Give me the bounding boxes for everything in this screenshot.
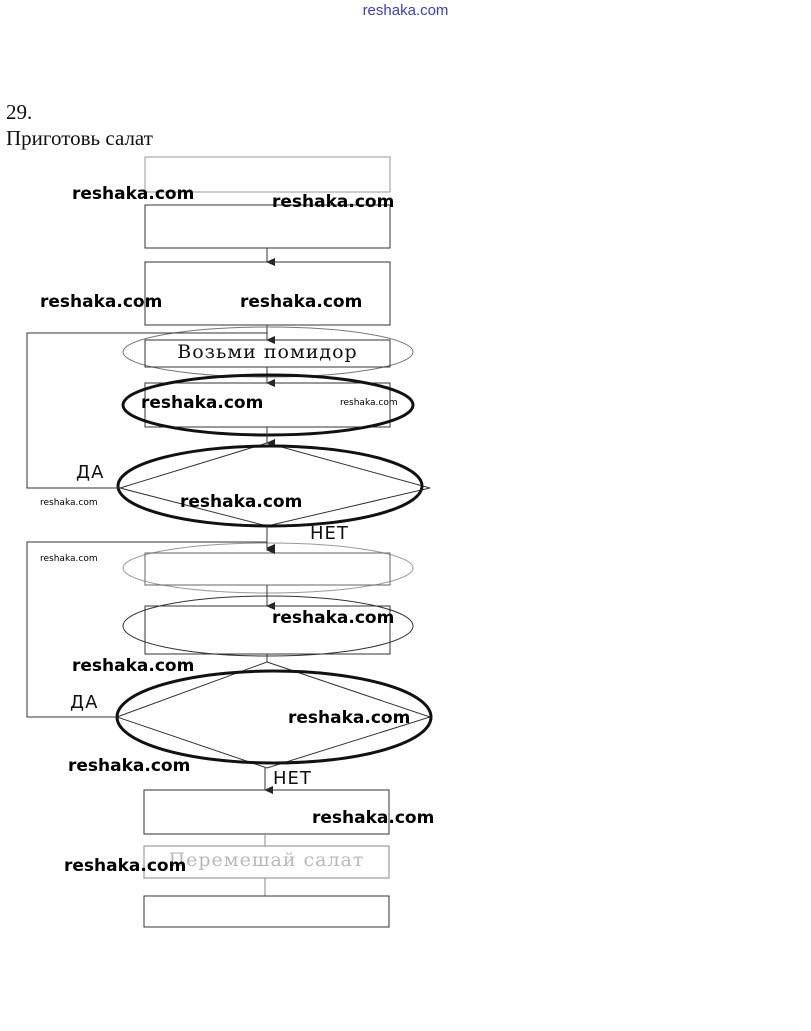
watermark: reshaka.com — [72, 656, 195, 676]
task-title: Приготовь салат — [6, 126, 153, 150]
watermark: reshaka.com — [40, 292, 163, 312]
step-take-tomato: Возьми помидор — [177, 341, 358, 363]
watermark: reshaka.com — [272, 192, 395, 212]
branch-no-label: НЕТ — [273, 768, 312, 789]
branch-no-label: НЕТ — [310, 523, 349, 544]
loop-ellipse-bold — [121, 373, 415, 437]
watermark: reshaka.com — [180, 492, 303, 512]
watermark: reshaka.com — [72, 184, 195, 204]
process-box-10 — [143, 789, 390, 835]
watermark: reshaka.com — [40, 554, 98, 564]
watermark: reshaka.com — [141, 393, 264, 413]
loop-ellipse — [122, 326, 414, 378]
process-box-12 — [143, 895, 390, 928]
watermark: reshaka.com — [40, 498, 98, 508]
site-link[interactable]: reshaka.com — [362, 2, 449, 19]
watermark: reshaka.com — [240, 292, 363, 312]
decision-diamond-2 — [115, 661, 432, 769]
decision-ellipse-1 — [116, 444, 424, 528]
loop-ellipse — [122, 542, 414, 594]
branch-yes-label: ДА — [76, 462, 105, 483]
loop-back-line-1 — [26, 332, 267, 489]
watermark: reshaka.com — [64, 856, 187, 876]
process-box-mix-salad — [143, 845, 390, 879]
process-box-1 — [144, 156, 391, 193]
watermark: reshaka.com — [68, 756, 191, 776]
loop-back-line-2 — [26, 541, 267, 718]
watermark: reshaka.com — [272, 608, 395, 628]
loop-ellipse — [122, 595, 414, 657]
process-box-7 — [144, 552, 391, 586]
watermark: reshaka.com — [340, 398, 398, 408]
task-number: 29. — [6, 100, 33, 124]
watermark: reshaka.com — [288, 708, 411, 728]
watermark: reshaka.com — [312, 808, 435, 828]
step-mix-salad: Перемешай салат — [168, 849, 365, 871]
branch-yes-label: ДА — [70, 692, 99, 713]
